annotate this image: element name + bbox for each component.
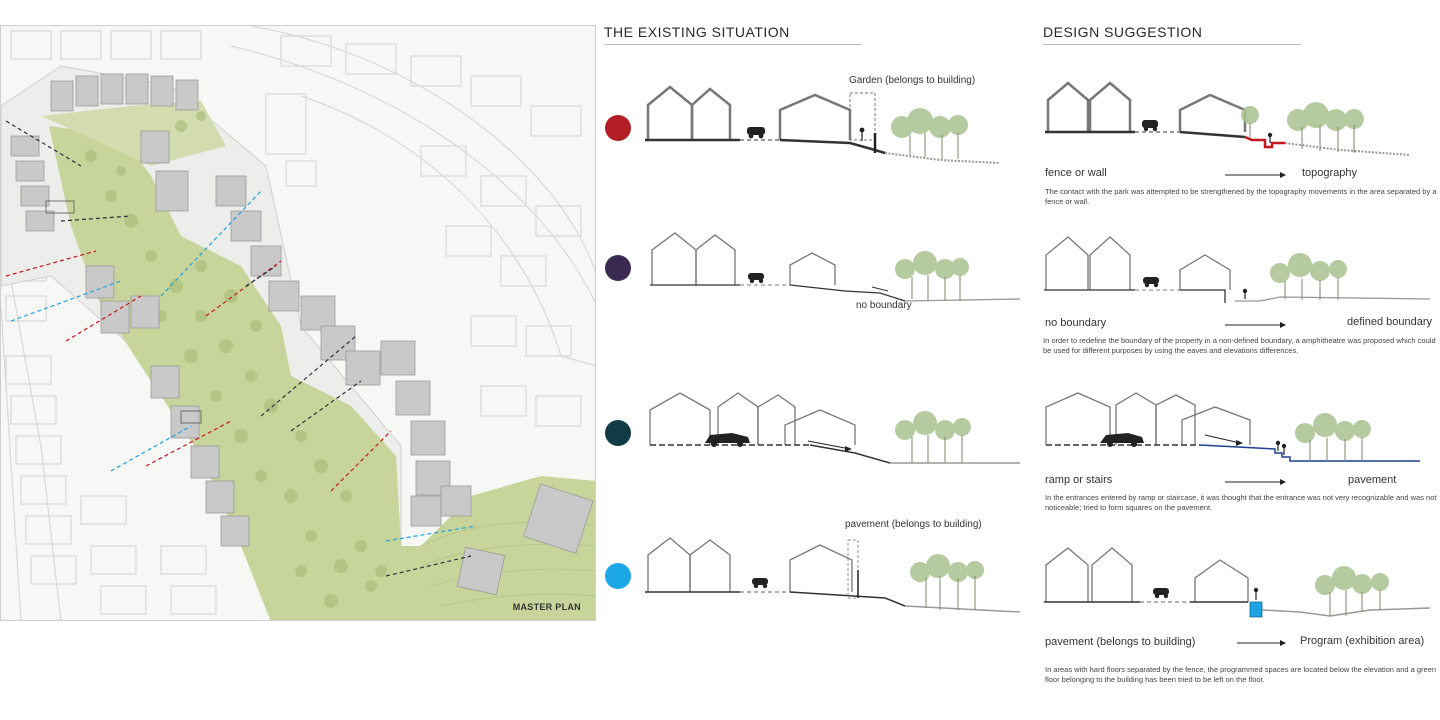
row1-color-dot [605, 115, 631, 141]
existing-row1-section [645, 85, 1001, 164]
design-row3-right-label: pavement [1348, 474, 1397, 486]
building-blocks [10, 73, 594, 596]
existing-situation-header: THE EXISTING SITUATION [604, 24, 790, 40]
car-icon [1143, 277, 1159, 288]
person-icon [1275, 440, 1287, 455]
master-plan-map: MASTER PLAN [0, 25, 596, 621]
existing-row3-section [649, 392, 1020, 464]
street-blocks [1, 26, 595, 620]
design-row4-arrow [1237, 640, 1286, 646]
existing-row2-section [650, 232, 1021, 302]
existing-header-rule [604, 44, 862, 45]
design-suggestion-header: DESIGN SUGGESTION [1043, 24, 1203, 40]
master-plan-drawing [1, 26, 595, 620]
design-row3-description: In the entrances entered by ramp or stai… [1045, 493, 1437, 512]
tree-icon-group [895, 251, 969, 279]
design-header-rule [1043, 44, 1301, 45]
design-row3-section [1045, 392, 1420, 462]
park-area [49, 126, 595, 620]
tree-icon-group [910, 554, 984, 582]
tree-icon-group [1270, 253, 1347, 283]
exhibition-block [1249, 601, 1263, 618]
design-row4-description: In areas with hard floors separated by t… [1045, 665, 1437, 684]
person-icon [859, 127, 865, 141]
car-icon [748, 273, 764, 284]
person-icon [1253, 587, 1259, 600]
row4-color-dot [605, 563, 631, 589]
row3-color-dot [605, 420, 631, 446]
design-row2-section [1044, 236, 1431, 303]
person-icon [1242, 288, 1248, 299]
existing-row2-label: no boundary [856, 300, 912, 311]
person-icon [1267, 132, 1273, 143]
car-icon [1142, 120, 1158, 132]
car-icon [705, 433, 750, 447]
tree-icon-group [1315, 566, 1389, 595]
design-row2-arrow [1225, 322, 1286, 328]
design-row1-arrow [1225, 172, 1286, 178]
tree-icon-group [1241, 102, 1364, 131]
design-row2-description: In order to redefine the boundary of the… [1043, 336, 1436, 355]
design-row4-right-label: Program (exhibition area) [1300, 635, 1425, 647]
design-row3-arrow [1225, 479, 1286, 485]
design-row4-section [1044, 547, 1431, 618]
design-row3-left-label: ramp or stairs [1045, 474, 1113, 486]
tree-canopy [85, 111, 387, 608]
design-row2-left-label: no boundary [1045, 317, 1107, 329]
master-plan-label: MASTER PLAN [512, 602, 581, 612]
section-cut-lines [5, 120, 477, 577]
stair-markers [45, 200, 202, 424]
row2-color-dot [605, 255, 631, 281]
existing-row4-label: pavement (belongs to building) [845, 519, 982, 530]
existing-row4-section [645, 537, 1021, 613]
car-icon [752, 578, 768, 589]
tree-icon-group [895, 411, 971, 440]
design-row1-right-label: topography [1302, 167, 1358, 179]
park-area-north [41, 101, 226, 166]
car-icon [747, 127, 765, 139]
tree-icon-group [891, 108, 968, 138]
car-icon [1153, 588, 1169, 599]
existing-row1-label: Garden (belongs to building) [849, 75, 976, 86]
design-row2-right-label: defined boundary [1347, 316, 1433, 328]
car-icon [1100, 433, 1144, 447]
design-row4-left-label: pavement (belongs to building) [1045, 636, 1196, 648]
design-row1-left-label: fence or wall [1045, 167, 1107, 179]
design-row1-description: The contact with the park was attempted … [1045, 187, 1437, 206]
design-row1-section [1045, 81, 1411, 156]
tree-icon-group [1295, 413, 1371, 443]
